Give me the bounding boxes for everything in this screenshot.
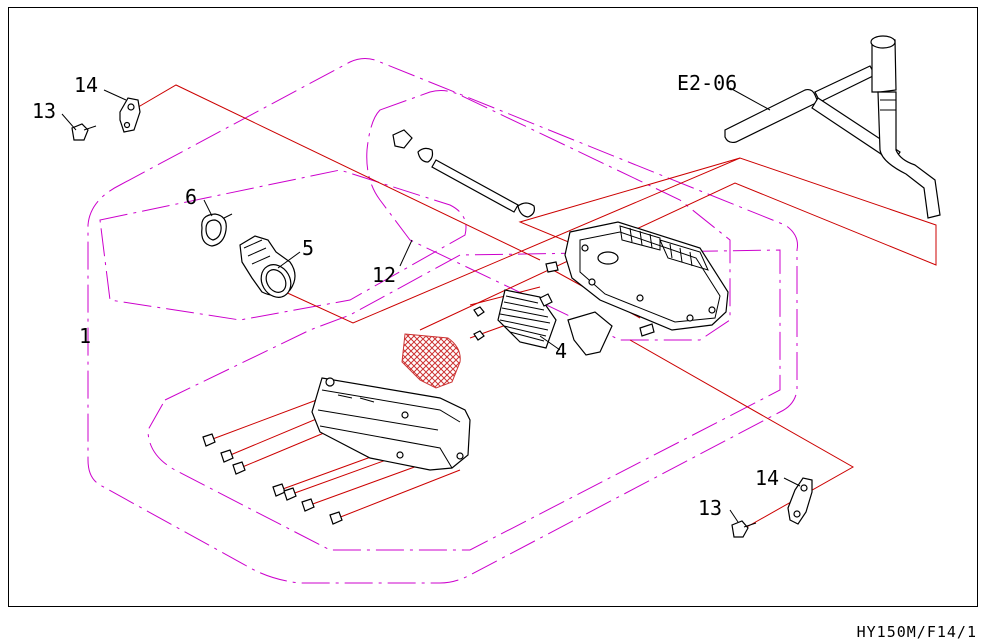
callout-5: 5 [302, 236, 314, 260]
tube-group-outline [99, 169, 467, 321]
reference-hose-e2-06 [724, 35, 941, 219]
cover-screws [202, 433, 343, 525]
callout-1: 1 [79, 324, 91, 348]
bolt-part-13-bottom [731, 520, 757, 538]
breather-tube-part-12 [392, 129, 535, 218]
filter-element-part-4 [497, 289, 613, 356]
callout-6: 6 [185, 185, 197, 209]
callout-e2-06: E2-06 [677, 71, 737, 95]
bolt-part-13-top [71, 123, 97, 141]
callout-14-bottom: 14 [755, 466, 779, 490]
bracket-part-14-top [119, 97, 141, 133]
air-cleaner-lower-cover [311, 377, 471, 471]
callout-12: 12 [372, 263, 396, 287]
bracket-part-14-bottom [787, 477, 813, 525]
drawing-frame [8, 7, 978, 607]
hose-clamp-part-6 [201, 213, 233, 247]
filter-screws [473, 306, 485, 341]
callout-13-top: 13 [32, 99, 56, 123]
assembly-group-outline-inner [147, 249, 781, 551]
intake-duct-part-5 [239, 235, 296, 298]
assembly-group-outline-outer [87, 58, 798, 584]
callout-leaders [61, 87, 801, 523]
intake-group-outline [366, 90, 731, 341]
drawing-code: HY150M/F14/1 [856, 623, 977, 641]
sponge-filter-mesh [401, 333, 461, 389]
air-cleaner-upper-case [545, 221, 729, 337]
callout-4: 4 [555, 339, 567, 363]
callout-13-bottom: 13 [698, 496, 722, 520]
callout-14-top: 14 [74, 73, 98, 97]
